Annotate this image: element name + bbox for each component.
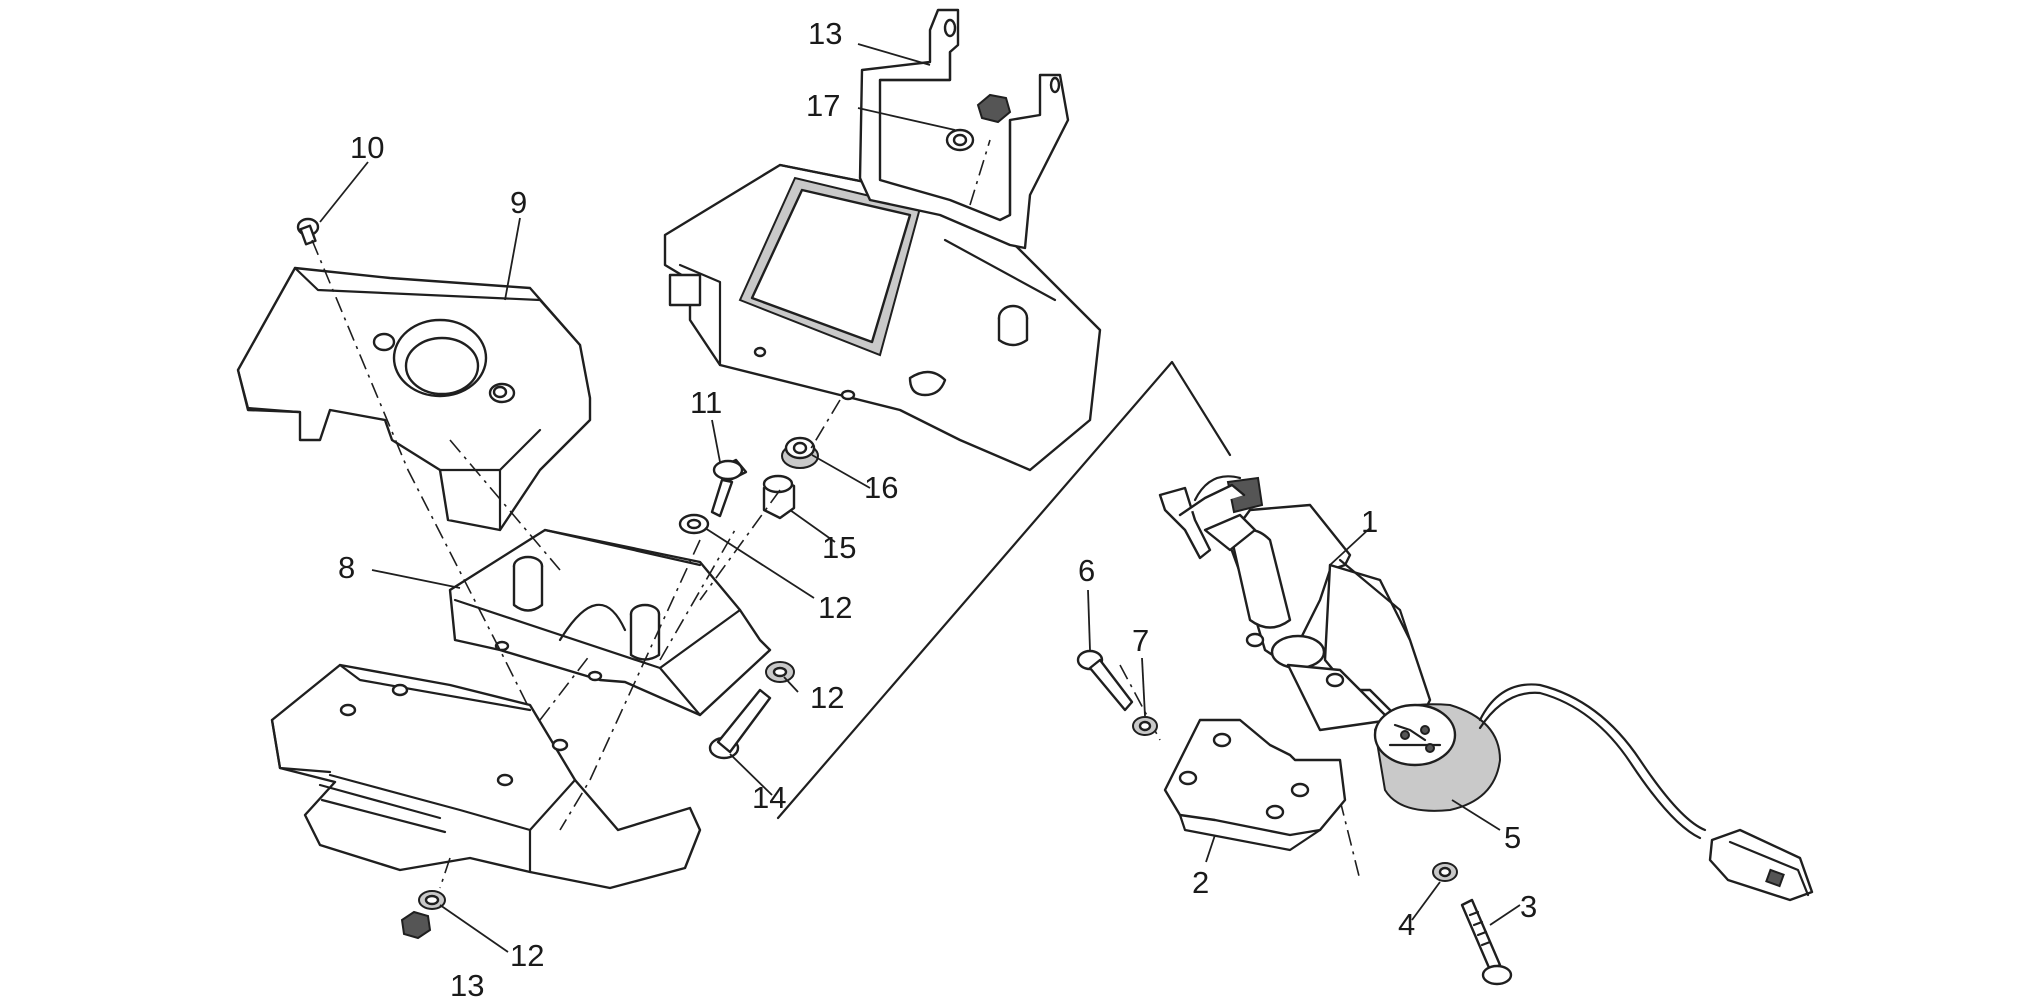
part-13-nut-bottom	[400, 910, 432, 940]
callout-10: 10	[350, 130, 384, 165]
part-4-washer	[1432, 862, 1458, 882]
part-1-ignition-switch	[1203, 503, 1432, 742]
part-8-housing-box	[448, 528, 772, 717]
callout-17: 17	[806, 88, 840, 123]
wire-connector	[1708, 828, 1814, 902]
ignition-keys	[1158, 475, 1264, 560]
part-9-top-cover	[236, 266, 592, 532]
part-5-switch-body	[1373, 683, 1707, 840]
callout-4: 4	[1398, 907, 1415, 942]
callout-labels: 1 2 3 4 5 6 7 8 9 10 11 12 12 12 13 13 1…	[338, 16, 1537, 998]
part-7-washer	[1132, 716, 1158, 736]
part-14-bolt	[708, 688, 772, 760]
part-11-bolt	[710, 458, 748, 518]
part-15-spacer	[762, 474, 796, 520]
part-12-washer-right	[765, 661, 795, 683]
part-12-washer-bottom	[418, 890, 446, 910]
part-6-screw	[1076, 649, 1134, 712]
callout-16: 16	[864, 470, 898, 505]
callout-6: 6	[1078, 553, 1095, 588]
part-3-screw	[1460, 898, 1513, 986]
callout-2: 2	[1192, 865, 1209, 900]
callout-14: 14	[752, 780, 786, 815]
callout-7: 7	[1132, 623, 1149, 658]
callout-12-upper: 12	[818, 590, 852, 625]
bottom-cover	[270, 663, 702, 890]
part-13-bracket	[858, 8, 1070, 250]
part-16-grommet	[781, 436, 819, 469]
callout-12-bottom: 12	[510, 938, 544, 973]
callout-11: 11	[690, 385, 722, 420]
part-10-screw	[296, 217, 320, 246]
part-2-mounting-plate	[1163, 718, 1347, 852]
callout-12-right: 12	[810, 680, 844, 715]
callout-15: 15	[822, 530, 856, 565]
callout-1: 1	[1361, 504, 1378, 539]
callout-13-top: 13	[808, 16, 842, 51]
callout-5: 5	[1504, 820, 1521, 855]
instrument-bracket	[663, 163, 1102, 472]
callout-9: 9	[510, 185, 527, 220]
callout-leaders	[319, 43, 1521, 953]
callout-3: 3	[1520, 889, 1537, 924]
callout-8: 8	[338, 550, 355, 585]
callout-13-bottom: 13	[450, 968, 484, 998]
detail-leader-v	[776, 360, 1232, 820]
part-12-washer-upper	[678, 513, 710, 535]
part-17-nut	[945, 93, 1012, 152]
